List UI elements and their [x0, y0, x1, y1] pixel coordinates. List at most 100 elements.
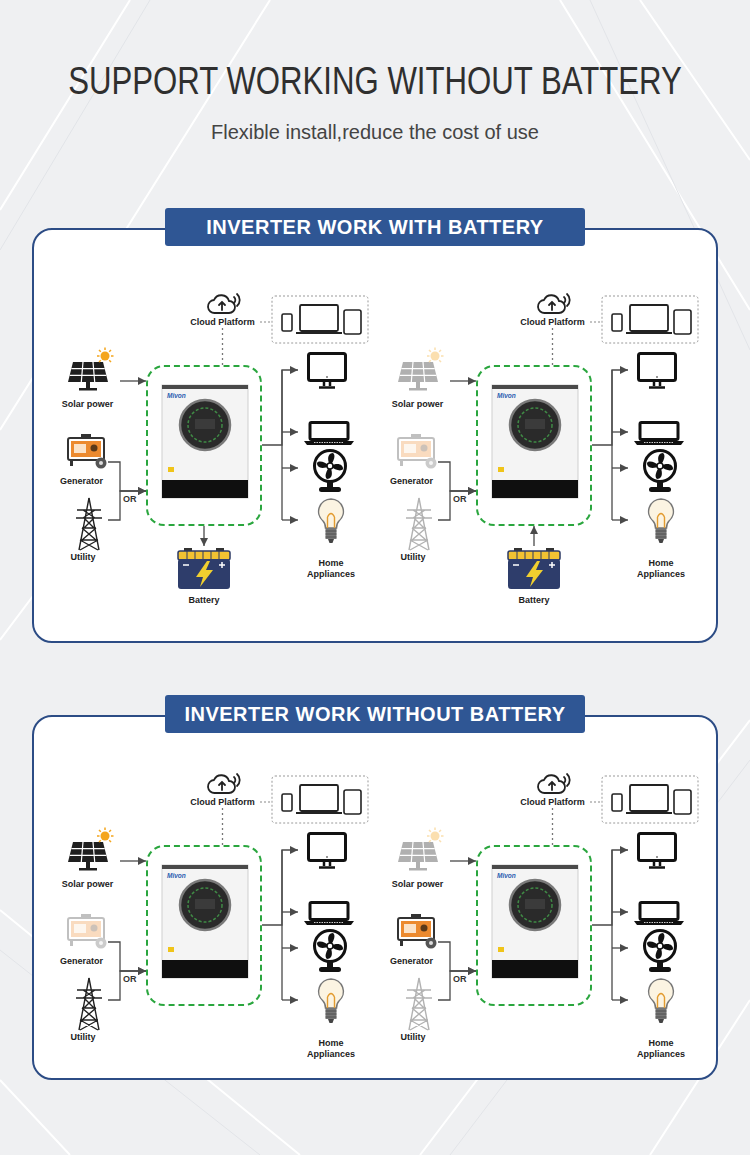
- generator-node: Generator: [385, 432, 438, 487]
- data-link: [222, 328, 223, 365]
- power-arrow: [262, 370, 298, 445]
- cloud-platform-node: Cloud Platform: [515, 772, 590, 808]
- node-label: Utility: [70, 552, 95, 563]
- utility-tower-icon: [76, 498, 102, 550]
- node-label: Cloud Platform: [520, 317, 585, 328]
- power-arrow: [120, 380, 146, 381]
- generator-icon: [68, 914, 107, 949]
- or-label: OR: [453, 494, 467, 505]
- brand-logo: Mivon: [497, 872, 516, 879]
- utility-tower-icon: [76, 978, 102, 1030]
- utility-grid-node: Utility: [388, 975, 438, 1043]
- inverter-box: Mivon: [476, 845, 592, 1006]
- sub-diagram-base: [162, 294, 368, 543]
- node-label: Generator: [60, 476, 103, 487]
- node-label: Cloud Platform: [190, 797, 255, 808]
- data-link: [552, 808, 553, 845]
- power-arrow: [438, 462, 476, 491]
- solar-panel-icon: [68, 348, 114, 391]
- node-label: Utility: [400, 552, 425, 563]
- panel-fill: [33, 716, 717, 1079]
- generator-node: Generator: [55, 912, 108, 967]
- power-arrow: [450, 380, 476, 381]
- node-label: Generator: [390, 476, 433, 487]
- generator-icon: [398, 434, 437, 469]
- sub-diagram-base: [492, 774, 698, 1023]
- appliances-group: Home Appliances: [628, 830, 694, 1060]
- sub-diagram-base: [162, 774, 368, 1023]
- brand-logo: Mivon: [167, 392, 186, 399]
- generator-icon: [398, 914, 437, 949]
- inverter-box: Mivon: [146, 365, 262, 526]
- power-arrow: [108, 462, 146, 491]
- solar-source-node: Solar power: [385, 348, 450, 410]
- power-arrow: [592, 850, 628, 925]
- node-label: Generator: [390, 956, 433, 967]
- utility-grid-node: Utility: [58, 495, 108, 563]
- power-arrow: [108, 971, 146, 1000]
- power-arrow: [438, 971, 476, 1000]
- utility-tower-icon: [406, 498, 432, 550]
- power-arrow: [438, 491, 476, 520]
- power-arrow: [533, 526, 534, 546]
- generator-icon: [68, 434, 107, 469]
- power-arrow: [592, 370, 628, 445]
- solar-source-node: Solar power: [55, 828, 120, 890]
- node-label: Home Appliances: [298, 1038, 364, 1060]
- node-label: Solar power: [62, 879, 114, 890]
- cloud-platform-node: Cloud Platform: [515, 292, 590, 328]
- panel-heading: INVERTER WORK WITH BATTERY: [165, 208, 585, 246]
- power-arrow: [120, 860, 146, 861]
- node-label: Utility: [400, 1032, 425, 1043]
- node-label: Cloud Platform: [520, 797, 585, 808]
- generator-node: Generator: [385, 912, 438, 967]
- inverter-box: Mivon: [146, 845, 262, 1006]
- appliances-group: Home Appliances: [298, 350, 364, 580]
- cloud-platform-node: Cloud Platform: [185, 292, 260, 328]
- power-arrow: [108, 491, 146, 520]
- battery-node: Battery: [495, 546, 573, 606]
- inverter-box: Mivon: [476, 365, 592, 526]
- node-label: Solar power: [62, 399, 114, 410]
- panel-heading: INVERTER WORK WITHOUT BATTERY: [165, 695, 585, 733]
- data-link: [552, 328, 553, 365]
- solar-panel-icon: [398, 828, 444, 871]
- power-arrow: [262, 850, 298, 925]
- sub-diagram: [68, 774, 368, 1030]
- node-label: Solar power: [392, 879, 444, 890]
- utility-tower-icon: [406, 978, 432, 1030]
- diagram-title: SUPPORT WORKING WITHOUT BATTERY: [68, 58, 683, 104]
- appliances-group: Home Appliances: [298, 830, 364, 1060]
- power-arrow: [203, 526, 204, 546]
- generator-node: Generator: [55, 432, 108, 487]
- solar-panel-icon: [68, 828, 114, 871]
- panel-box: INVERTER WORK WITH BATTERYCloud Platform…: [32, 228, 718, 643]
- solar-panel-icon: [398, 348, 444, 391]
- brand-logo: Mivon: [497, 392, 516, 399]
- node-label: Cloud Platform: [190, 317, 255, 328]
- panel-box: INVERTER WORK WITHOUT BATTERYCloud Platf…: [32, 715, 718, 1080]
- power-arrow: [108, 942, 146, 971]
- solar-source-node: Solar power: [385, 828, 450, 890]
- battery-icon: [508, 548, 560, 589]
- battery-node: Battery: [165, 546, 243, 606]
- panel-fill: [33, 229, 717, 642]
- utility-grid-node: Utility: [388, 495, 438, 563]
- appliances-group: Home Appliances: [628, 350, 694, 580]
- node-label: Home Appliances: [628, 1038, 694, 1060]
- node-label: Home Appliances: [628, 558, 694, 580]
- node-label: Generator: [60, 956, 103, 967]
- cloud-platform-node: Cloud Platform: [185, 772, 260, 808]
- utility-grid-node: Utility: [58, 975, 108, 1043]
- node-label: Solar power: [392, 399, 444, 410]
- data-link: [222, 808, 223, 845]
- or-label: OR: [123, 494, 137, 505]
- node-label: Utility: [70, 1032, 95, 1043]
- sub-diagram: [398, 294, 698, 589]
- power-arrow: [438, 942, 476, 971]
- node-label: Battery: [518, 595, 549, 606]
